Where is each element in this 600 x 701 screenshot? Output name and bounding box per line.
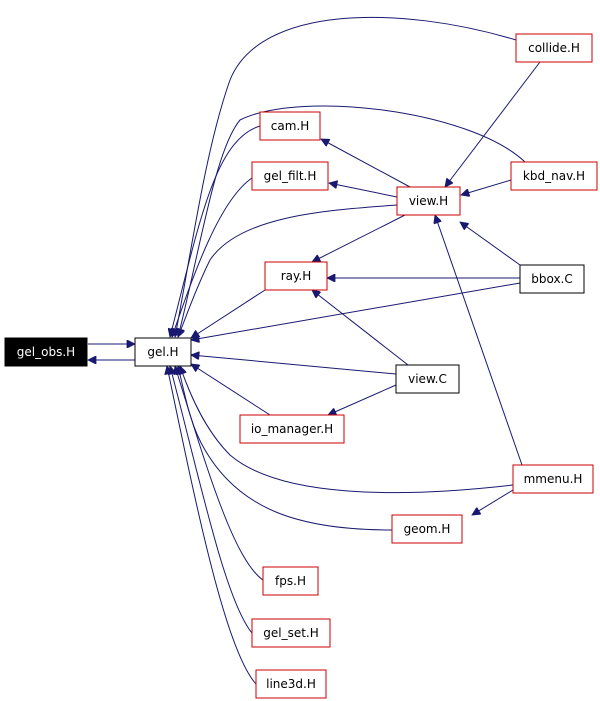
node-label: collide.H	[528, 41, 580, 55]
edge-mmenu-to-geom	[472, 489, 514, 515]
node-box	[239, 414, 345, 444]
node-cam[interactable]: cam.H	[259, 111, 321, 141]
edge-gel_filt-to-gel	[172, 177, 253, 337]
node-box	[391, 514, 463, 544]
node-box	[264, 261, 328, 291]
node-gel: gel.H	[134, 337, 192, 367]
node-label: cam.H	[271, 119, 309, 133]
edge-view_h-to-gel_filt	[329, 183, 398, 198]
edge-gel_set-to-gel	[170, 366, 253, 634]
node-label: fps.H	[275, 574, 306, 588]
edge-view_c-to-io_manager	[328, 384, 397, 415]
edge-io_manager-to-gel	[191, 364, 271, 416]
edge-bbox-to-gel	[191, 282, 521, 340]
node-box	[512, 464, 594, 494]
node-box	[251, 161, 329, 191]
node-label: gel_set.H	[263, 626, 319, 640]
node-label: gel_obs.H	[17, 345, 75, 359]
node-box	[4, 337, 88, 367]
edge-bbox-to-view_h	[460, 222, 521, 266]
node-box	[395, 364, 460, 394]
node-box	[134, 337, 192, 367]
node-label: view.H	[409, 194, 448, 208]
node-box	[515, 33, 593, 63]
node-label: view.C	[408, 372, 447, 386]
edge-kbd_nav-to-gel	[178, 105, 526, 337]
node-label: ray.H	[281, 269, 312, 283]
node-box	[255, 669, 327, 699]
edge-line3d-to-gel	[167, 366, 257, 685]
edge-ray-to-gel	[191, 289, 266, 338]
node-io-manager[interactable]: io_manager.H	[239, 414, 345, 444]
node-ray[interactable]: ray.H	[264, 261, 328, 291]
edge-view_h-to-cam	[321, 138, 411, 188]
edge-geom-to-gel	[178, 366, 393, 531]
node-fps[interactable]: fps.H	[262, 566, 319, 596]
edge-collide-to-gel	[175, 16, 517, 337]
node-box	[519, 264, 585, 294]
node-gel-filt[interactable]: gel_filt.H	[251, 161, 329, 191]
node-kbd-nav[interactable]: kbd_nav.H	[510, 161, 598, 191]
node-collide[interactable]: collide.H	[515, 33, 593, 63]
edge-view_c-to-ray	[312, 290, 409, 366]
node-gel-set[interactable]: gel_set.H	[251, 618, 331, 648]
node-geom[interactable]: geom.H	[391, 514, 463, 544]
node-box	[510, 161, 598, 191]
nodes: gel_obs.H gel.H collide.H cam.H gel_filt.H kb…	[4, 33, 598, 699]
node-label: line3d.H	[266, 677, 316, 691]
node-label: io_manager.H	[251, 422, 333, 436]
edge-mmenu-to-view_h	[435, 215, 523, 466]
node-label: geom.H	[404, 522, 451, 536]
node-view-h[interactable]: view.H	[396, 186, 461, 216]
node-mmenu[interactable]: mmenu.H	[512, 464, 594, 494]
edge-kbd_nav-to-view_h	[461, 179, 512, 195]
node-label: bbox.C	[531, 272, 573, 286]
node-line3d[interactable]: line3d.H	[255, 669, 327, 699]
node-box	[259, 111, 321, 141]
node-label: gel_filt.H	[264, 169, 317, 183]
edge-fps-to-gel	[175, 366, 264, 581]
edge-collide-to-view_h	[445, 61, 541, 187]
edges	[88, 16, 541, 685]
node-view-c: view.C	[395, 364, 460, 394]
edge-cam-to-gel	[170, 125, 261, 337]
node-bbox: bbox.C	[519, 264, 585, 294]
node-box	[251, 618, 331, 648]
node-label: gel.H	[147, 345, 178, 359]
node-label: kbd_nav.H	[523, 169, 585, 183]
node-box	[396, 186, 461, 216]
node-gel-obs: gel_obs.H	[4, 337, 88, 367]
edge-mmenu-to-gel	[180, 366, 514, 494]
edge-view_c-to-gel	[191, 355, 397, 375]
edge-view_h-to-gel	[178, 204, 398, 337]
edge-view_h-to-ray	[312, 214, 406, 263]
node-box	[262, 566, 319, 596]
node-label: mmenu.H	[524, 472, 583, 486]
